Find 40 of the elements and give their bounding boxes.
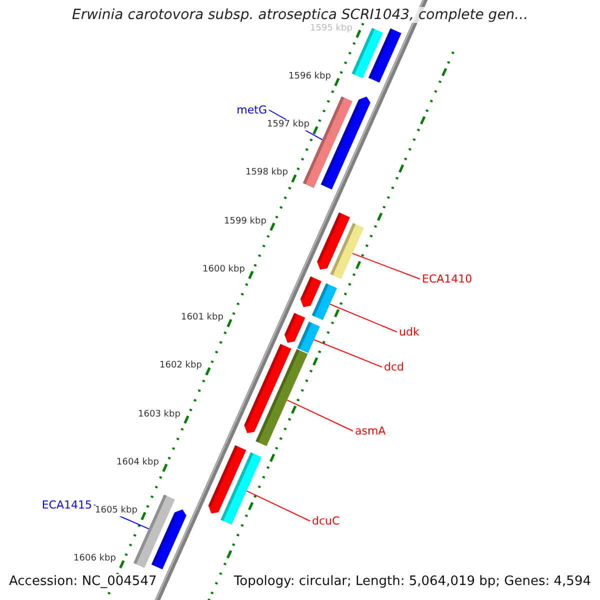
scale-tick-label: 1595 kbp — [309, 23, 354, 34]
gene-block — [312, 283, 338, 320]
gene-block — [297, 322, 320, 353]
scale-tick-label: 1598 kbp — [244, 168, 289, 179]
scale-tick-label: 1606 kbp — [72, 554, 117, 565]
gene-block — [284, 312, 306, 343]
gene-block — [320, 96, 370, 190]
gene-block — [368, 28, 402, 83]
gene-block — [317, 212, 350, 270]
footer-text: Accession: NC_004547 — [8, 574, 158, 590]
gene-block — [300, 276, 322, 308]
scale-tick-label: 1597 kbp — [266, 120, 310, 131]
gene-block — [244, 344, 292, 434]
gene-block — [151, 509, 186, 570]
scale-tick-label: 1601 kbp — [180, 312, 224, 324]
scale-tick-label: 1605 kbp — [94, 506, 138, 517]
leader-line — [314, 339, 382, 368]
gene-block — [330, 222, 364, 279]
gene-block — [220, 452, 262, 525]
leader-line — [246, 490, 310, 522]
leader-line — [352, 252, 420, 280]
gene-block — [208, 445, 246, 514]
gene-label: metG — [236, 104, 267, 116]
scale-tick-label: 1603 kbp — [137, 409, 182, 420]
leader-line — [329, 304, 398, 332]
gene-label: asmA — [355, 424, 386, 438]
gene-block — [352, 28, 384, 78]
gene-block — [256, 349, 308, 446]
scale-tick-label: 1596 kbp — [288, 72, 332, 83]
scale-tick-label: 1600 kbp — [202, 264, 246, 276]
gene-label: ECA1415 — [42, 498, 92, 512]
gene-label: udk — [399, 326, 420, 338]
scale-tick-label: 1602 kbp — [158, 360, 203, 372]
footer-text: Topology: circular; Length: 5,064,019 bp; Genes: 4,594 — [232, 574, 592, 590]
gene-label: ECA1410 — [422, 272, 472, 286]
gene-label: dcd — [384, 360, 404, 374]
scale-tick-label: 1599 kbp — [223, 216, 268, 228]
leader-line — [286, 400, 354, 432]
gene-label: dcuC — [312, 514, 340, 528]
scale-tick-label: 1604 kbp — [116, 457, 160, 468]
